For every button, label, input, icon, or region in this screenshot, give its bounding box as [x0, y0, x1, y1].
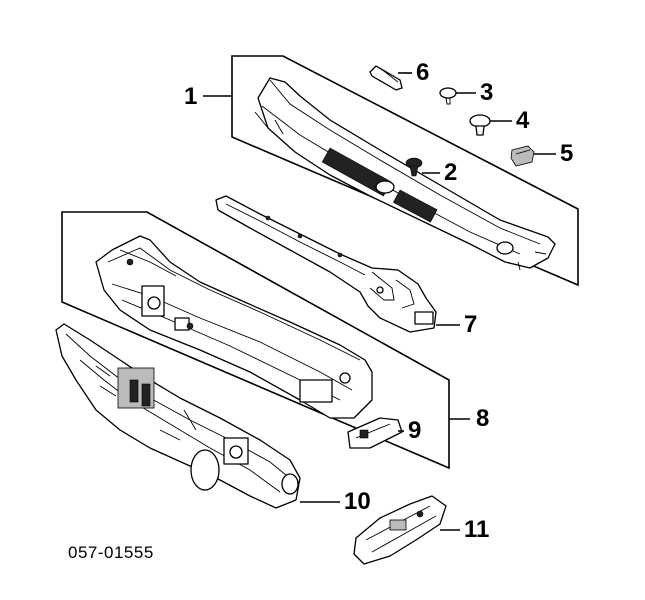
- group-box-1: [231, 55, 579, 287]
- callout-10: 10: [344, 488, 371, 515]
- callout-9: 9: [408, 417, 422, 444]
- grommet-5: [510, 145, 535, 167]
- callout-1: 1: [184, 83, 198, 110]
- clip-2: [405, 157, 423, 177]
- callout-7: 7: [464, 311, 478, 338]
- cowl-panel-assembly: [95, 235, 373, 419]
- diagram-code: 057-01555: [68, 543, 154, 562]
- callout-4: 4: [516, 107, 530, 134]
- wiper-bracket: [215, 195, 437, 333]
- fastener-4: [469, 114, 491, 136]
- callout-3: 3: [480, 79, 494, 106]
- clip-3: [439, 87, 457, 105]
- callout-11: 11: [464, 516, 490, 543]
- callout-6: 6: [416, 59, 430, 86]
- bracket-9: [347, 417, 403, 449]
- callout-8: 8: [476, 405, 490, 432]
- clip-6: [369, 65, 403, 91]
- bracket-11: [353, 495, 447, 565]
- dash-panel: [55, 323, 301, 509]
- group-box-8: [61, 211, 450, 470]
- cowl-top-panel: [254, 77, 556, 271]
- callout-2: 2: [444, 159, 458, 186]
- callout-5: 5: [560, 140, 574, 167]
